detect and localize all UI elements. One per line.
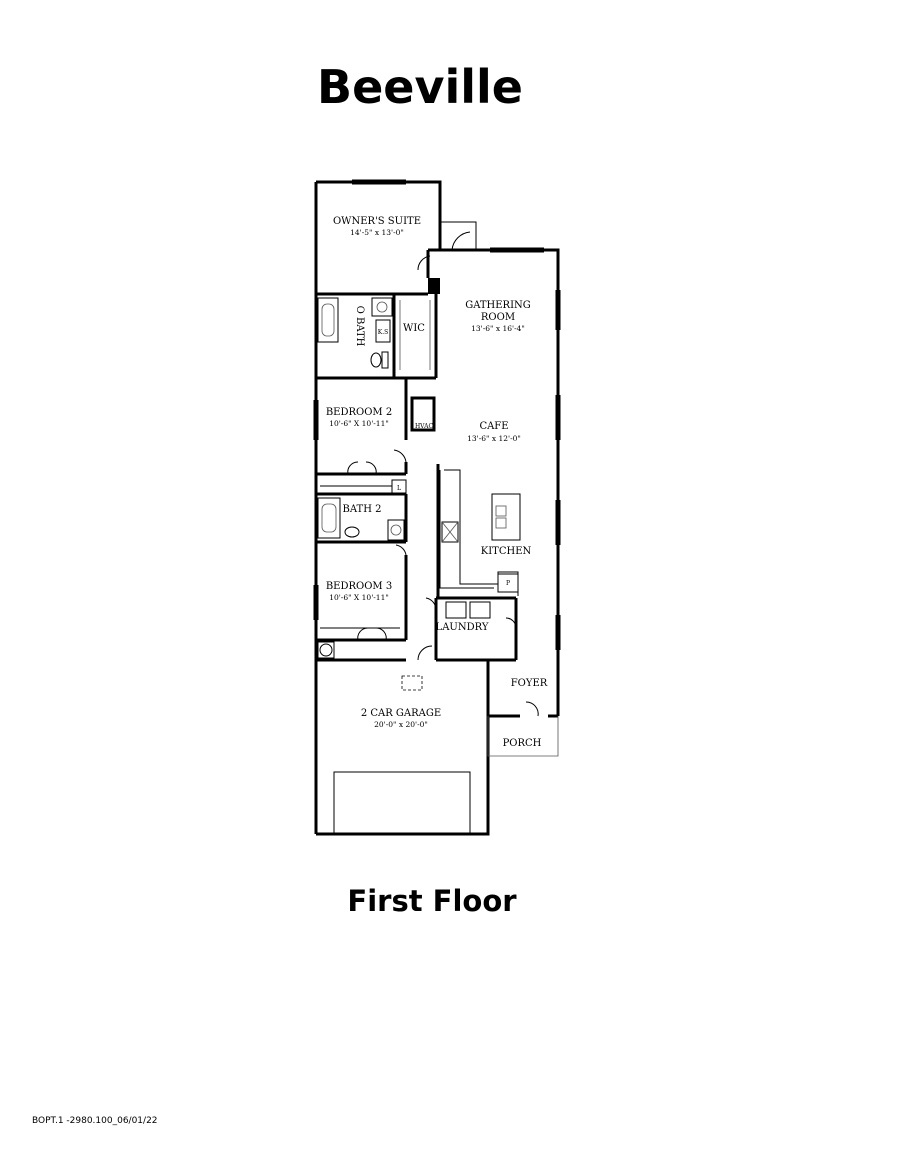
floor-label: First Floor: [347, 884, 517, 918]
garage-label: 2 CAR GARAGE: [361, 708, 441, 719]
porch-label: PORCH: [503, 738, 542, 749]
gathering-room-label-2: ROOM: [481, 312, 515, 323]
doors: [347, 221, 539, 717]
bedroom3-label: BEDROOM 3: [326, 581, 392, 592]
pantry-label: P: [506, 580, 510, 587]
linen-label: L: [397, 485, 401, 492]
plan-code: BOPT.1 -2980.100_06/01/22: [32, 1116, 158, 1126]
ks-label: K.S: [378, 329, 389, 336]
gathering-room-label-1: GATHERING: [465, 300, 531, 311]
foyer-label: FOYER: [511, 678, 548, 689]
owners-suite-label: OWNER'S SUITE: [333, 216, 421, 227]
owners-suite-dims: 14'-5" x 13'-0": [350, 228, 404, 237]
wic-label: WIC: [403, 323, 425, 334]
owner-bath-label: O BATH: [354, 306, 365, 347]
bath2-label: BATH 2: [343, 504, 382, 515]
hvac-label: HVAC: [415, 423, 433, 430]
plan-title: Beeville: [317, 60, 523, 114]
gathering-room-dims: 13'-6" x 16'-4": [471, 324, 525, 333]
fixtures: [317, 278, 507, 835]
cafe-dims: 13'-6" x 12'-0": [467, 434, 521, 443]
bedroom2-label: BEDROOM 2: [326, 407, 392, 418]
garage-dims: 20'-0" x 20'-0": [374, 720, 428, 729]
interior-walls: [316, 250, 521, 716]
bedroom3-dims: 10'-6" X 10'-11": [329, 593, 389, 602]
laundry-label: LAUNDRY: [436, 622, 489, 633]
cafe-label: CAFE: [479, 421, 508, 432]
porch-outline: [487, 716, 559, 757]
windows: [313, 179, 561, 650]
kitchen-label: KITCHEN: [481, 546, 532, 557]
bedroom2-dims: 10'-6" X 10'-11": [329, 419, 389, 428]
